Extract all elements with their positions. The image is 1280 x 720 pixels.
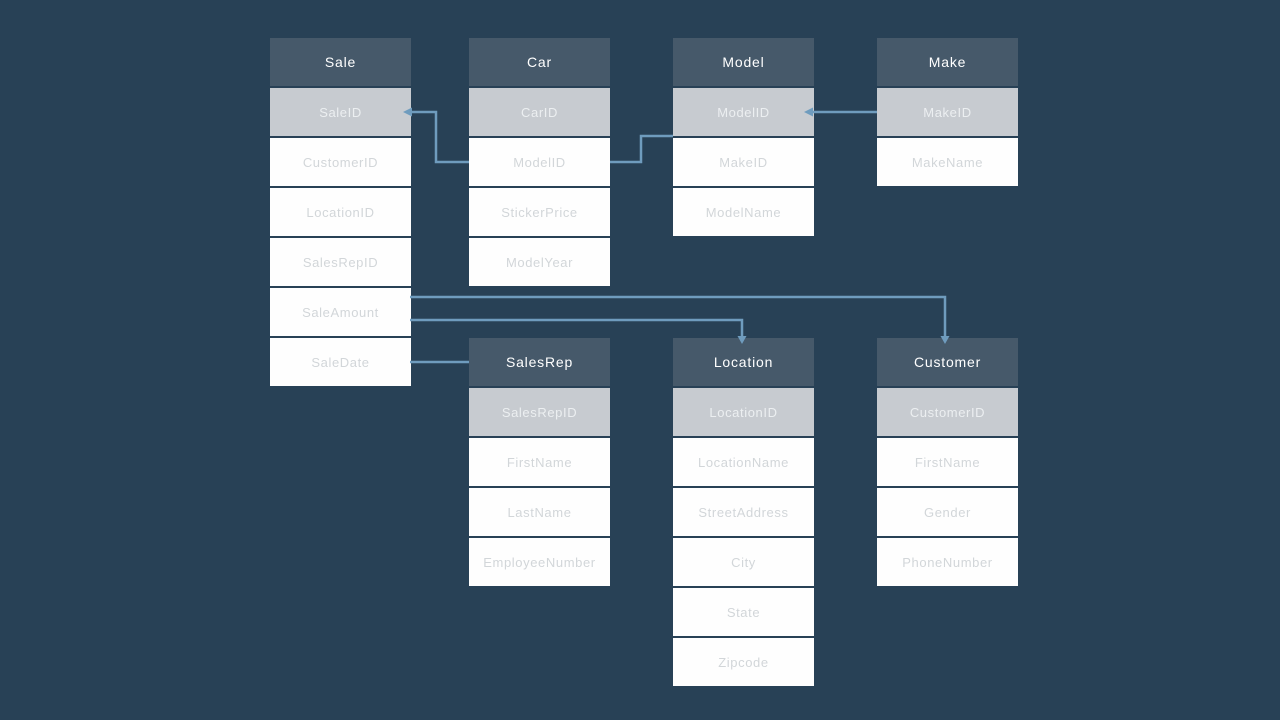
table-sale: Sale SaleID CustomerID LocationID SalesR… bbox=[270, 38, 411, 388]
table-model-header: Model bbox=[673, 38, 814, 86]
table-sale-field-row: SaleAmount bbox=[270, 288, 411, 336]
table-location: Location LocationID LocationName StreetA… bbox=[673, 338, 814, 688]
table-location-field-row: LocationName bbox=[673, 438, 814, 486]
table-location-field-row: City bbox=[673, 538, 814, 586]
table-car-field-row: ModelYear bbox=[469, 238, 610, 286]
table-customer: Customer CustomerID FirstName Gender Pho… bbox=[877, 338, 1018, 588]
table-car-field-row: ModelID bbox=[469, 138, 610, 186]
table-sale-field-row: SalesRepID bbox=[270, 238, 411, 286]
table-customer-key-row: CustomerID bbox=[877, 388, 1018, 436]
table-sale-field-row: LocationID bbox=[270, 188, 411, 236]
table-salesrep: SalesRep SalesRepID FirstName LastName E… bbox=[469, 338, 610, 588]
table-car-field-row: StickerPrice bbox=[469, 188, 610, 236]
table-location-field-row: State bbox=[673, 588, 814, 636]
table-car: Car CarID ModelID StickerPrice ModelYear bbox=[469, 38, 610, 288]
connector-car-to-model bbox=[610, 134, 673, 164]
table-location-key-row: LocationID bbox=[673, 388, 814, 436]
table-customer-field-row: PhoneNumber bbox=[877, 538, 1018, 586]
table-car-header: Car bbox=[469, 38, 610, 86]
table-model-field-row: MakeID bbox=[673, 138, 814, 186]
table-customer-header: Customer bbox=[877, 338, 1018, 386]
table-salesrep-field-row: EmployeeNumber bbox=[469, 538, 610, 586]
table-customer-field-row: FirstName bbox=[877, 438, 1018, 486]
connector-sale-to-location bbox=[410, 318, 744, 336]
table-salesrep-field-row: FirstName bbox=[469, 438, 610, 486]
table-model-key-row: ModelID bbox=[673, 88, 814, 136]
table-location-header: Location bbox=[673, 338, 814, 386]
table-salesrep-header: SalesRep bbox=[469, 338, 610, 386]
table-location-field-row: Zipcode bbox=[673, 638, 814, 686]
table-make-key-row: MakeID bbox=[877, 88, 1018, 136]
table-make-header: Make bbox=[877, 38, 1018, 86]
table-salesrep-field-row: LastName bbox=[469, 488, 610, 536]
table-sale-field-row: SaleDate bbox=[270, 338, 411, 386]
table-sale-field-row: CustomerID bbox=[270, 138, 411, 186]
table-location-field-row: StreetAddress bbox=[673, 488, 814, 536]
table-car-key-row: CarID bbox=[469, 88, 610, 136]
table-make-field-row: MakeName bbox=[877, 138, 1018, 186]
connector-car-to-sale bbox=[412, 110, 469, 164]
table-make: Make MakeID MakeName bbox=[877, 38, 1018, 188]
table-sale-key-row: SaleID bbox=[270, 88, 411, 136]
table-model: Model ModelID MakeID ModelName bbox=[673, 38, 814, 238]
table-sale-header: Sale bbox=[270, 38, 411, 86]
table-model-field-row: ModelName bbox=[673, 188, 814, 236]
connector-sale-to-customer bbox=[410, 295, 947, 336]
table-salesrep-key-row: SalesRepID bbox=[469, 388, 610, 436]
table-customer-field-row: Gender bbox=[877, 488, 1018, 536]
